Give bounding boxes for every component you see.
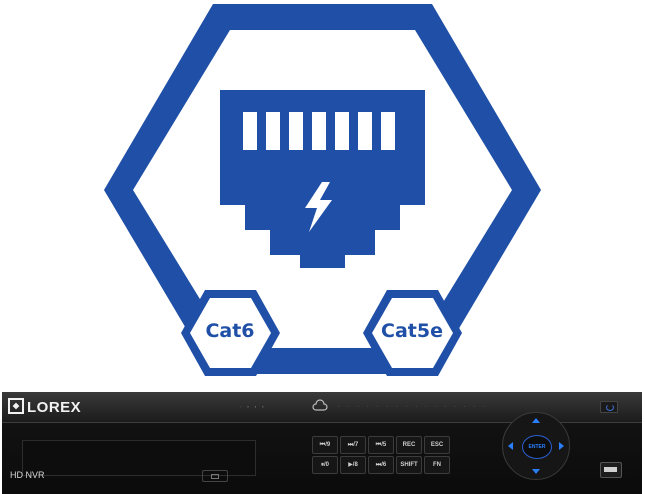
arrow-down-icon[interactable]: [532, 469, 540, 474]
key-rewind[interactable]: ⏮/9: [312, 436, 338, 454]
key-pause[interactable]: ⏸/0: [312, 456, 338, 474]
status-indicators: ◦ ▪ ▪ ▪: [240, 404, 264, 409]
status-led: ▪: [254, 404, 257, 409]
key-fn[interactable]: FN: [424, 456, 450, 474]
lorex-icon: [8, 398, 24, 414]
badge-cat5e-label: Cat5e: [381, 320, 443, 342]
nvr-device: LOREX ◦ ▪ ▪ ▪ ········ ········ HD NVR ⏮…: [2, 392, 642, 494]
lightning-icon: [305, 182, 332, 232]
status-led: ▪: [247, 404, 249, 409]
front-usb-cover: [202, 470, 228, 482]
key-play[interactable]: ▶/8: [340, 456, 366, 474]
status-led: ▪: [262, 404, 264, 409]
key-forward[interactable]: ⏭/7: [340, 436, 366, 454]
key-esc[interactable]: ESC: [424, 436, 450, 454]
key-prev[interactable]: ⏮/5: [368, 436, 394, 454]
key-shift[interactable]: SHIFT: [396, 456, 422, 474]
status-led: ◦: [240, 404, 242, 409]
arrow-up-icon[interactable]: [532, 418, 540, 423]
channel-leds: ········ ········: [338, 404, 485, 410]
cable-logo: [104, 4, 541, 376]
power-button[interactable]: [600, 401, 618, 413]
arrow-left-icon[interactable]: [508, 442, 513, 450]
key-next[interactable]: ⏭/6: [368, 456, 394, 474]
key-rec[interactable]: REC: [396, 436, 422, 454]
model-label: HD NVR: [10, 470, 45, 480]
arrow-right-icon[interactable]: [559, 442, 564, 450]
navigation-dpad[interactable]: ENTER: [502, 412, 570, 480]
cloud-icon: [312, 399, 328, 411]
brand-logo: LOREX: [8, 398, 81, 416]
enter-button[interactable]: ENTER: [522, 435, 552, 459]
badge-cat6-label: Cat6: [205, 320, 255, 342]
usb-port: [600, 462, 622, 478]
ethernet-port-icon: [220, 90, 425, 268]
